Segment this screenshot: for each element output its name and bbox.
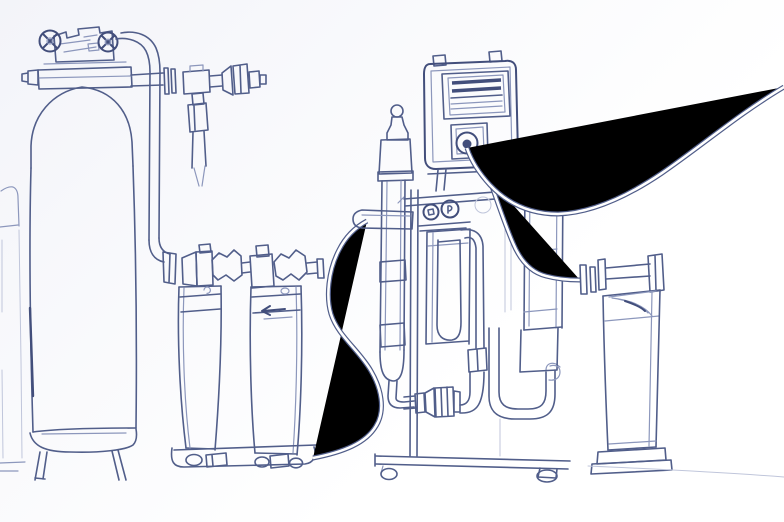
softener-tank: [21, 26, 138, 481]
storage-column: [590, 289, 673, 475]
background-tank: [0, 186, 26, 472]
clear-column: [377, 104, 415, 409]
filter-cartridge-1: [177, 285, 222, 451]
knob-right-icon: [440, 199, 460, 219]
ground-line: [587, 465, 784, 478]
s-hose: [312, 209, 414, 461]
caster-right-icon: [536, 467, 558, 483]
pump-unit: [403, 196, 561, 420]
supply-pipe: [130, 63, 267, 187]
inline-filter: [414, 386, 461, 418]
filter-unit: [162, 243, 325, 469]
flow-arrow-icon: [261, 305, 293, 320]
caster-left-icon: [380, 465, 398, 481]
filter-cartridge-2: [249, 285, 303, 456]
handwheel-right-icon: [97, 31, 119, 53]
power-cable: [464, 84, 784, 217]
knob-left-icon: [422, 203, 440, 221]
vent-grill: [441, 70, 511, 120]
u-pipe: [488, 327, 561, 420]
tee-drop-valve: [187, 92, 209, 187]
filter-cap-1: [162, 243, 251, 287]
valve-head: [21, 26, 133, 90]
filter-cap-2: [249, 244, 325, 289]
pump-piping: [403, 228, 488, 414]
handwheel-left-icon: [38, 29, 62, 53]
tank-body: [28, 86, 138, 481]
pump-canister: [425, 228, 471, 345]
filter-base: [170, 444, 317, 469]
